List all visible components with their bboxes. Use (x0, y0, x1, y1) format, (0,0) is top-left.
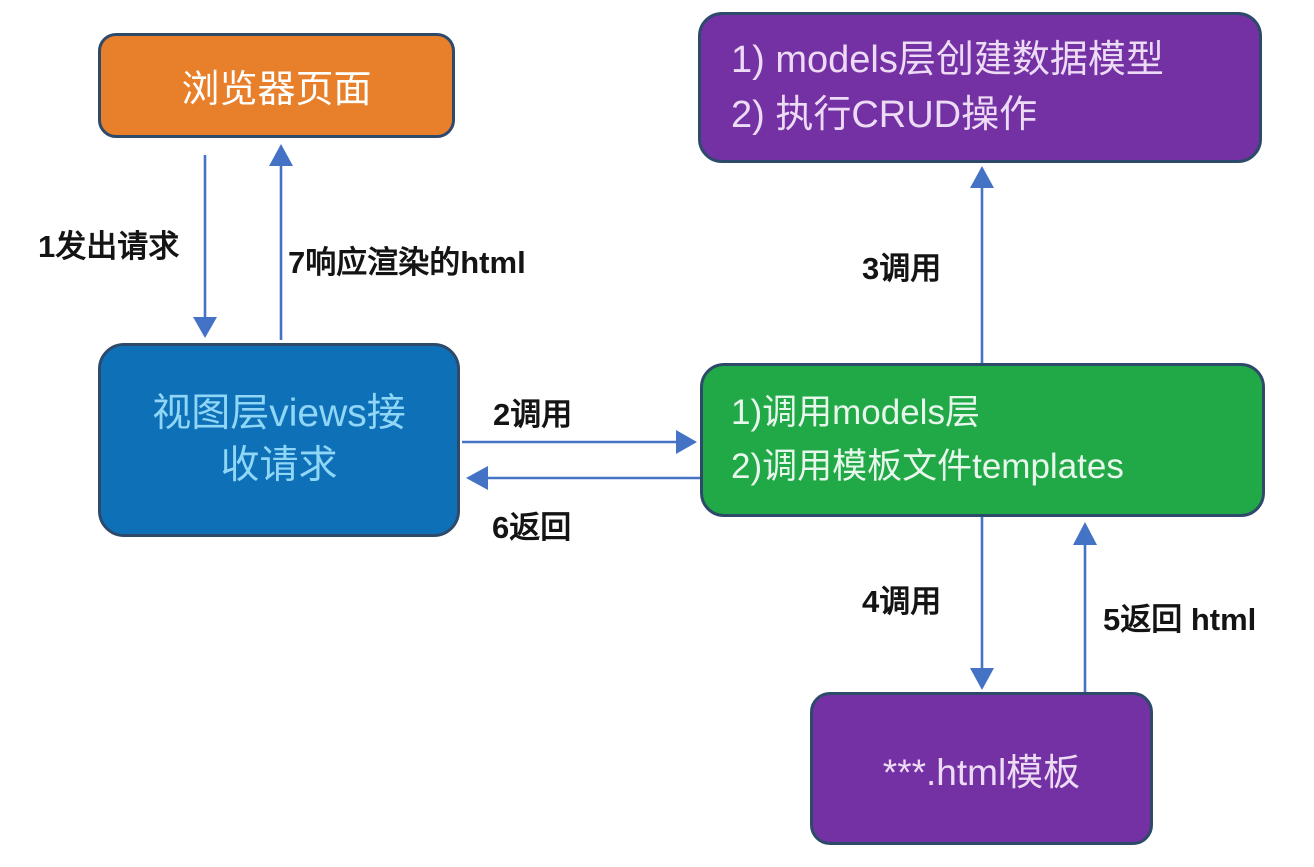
node-calls-label-line1: 1)调用models层 (731, 393, 980, 432)
edge-label-4-call: 4调用 (862, 584, 942, 619)
edge-label-7-response-html: 7响应渲染的html (288, 245, 526, 280)
node-models-label-line2: 2) 执行CRUD操作 (731, 93, 1038, 136)
node-browser-label: 浏览器页面 (181, 69, 372, 111)
node-models-layer: 1) models层创建数据模型 2) 执行CRUD操作 (698, 12, 1262, 163)
edge-label-3-call: 3调用 (862, 251, 942, 286)
edge-label-5-return-html: 5返回 html (1103, 602, 1257, 637)
node-html-template-label: ***.html模板 (882, 751, 1081, 793)
arrow-3-call (970, 166, 994, 363)
edge-label-1-request: 1发出请求 (38, 229, 180, 264)
node-calls: 1)调用models层 2)调用模板文件templates (700, 363, 1265, 517)
edge-label-6-return: 6返回 (492, 510, 572, 545)
arrow-4-call (970, 517, 994, 690)
node-browser-page: 浏览器页面 (98, 33, 455, 138)
node-views-label-line1: 视图层views接 (152, 392, 406, 435)
node-html-template: ***.html模板 (810, 692, 1153, 845)
node-views-layer: 视图层views接 收请求 (98, 343, 460, 537)
edge-label-2-call: 2调用 (493, 397, 573, 432)
arrow-1-request (193, 155, 217, 338)
node-models-label-line1: 1) models层创建数据模型 (731, 38, 1164, 81)
node-calls-label-line2: 2)调用模板文件templates (731, 447, 1124, 486)
node-views-label-line2: 收请求 (220, 444, 338, 487)
arrow-5-return-html (1073, 522, 1097, 692)
arrow-6-return (466, 466, 700, 490)
